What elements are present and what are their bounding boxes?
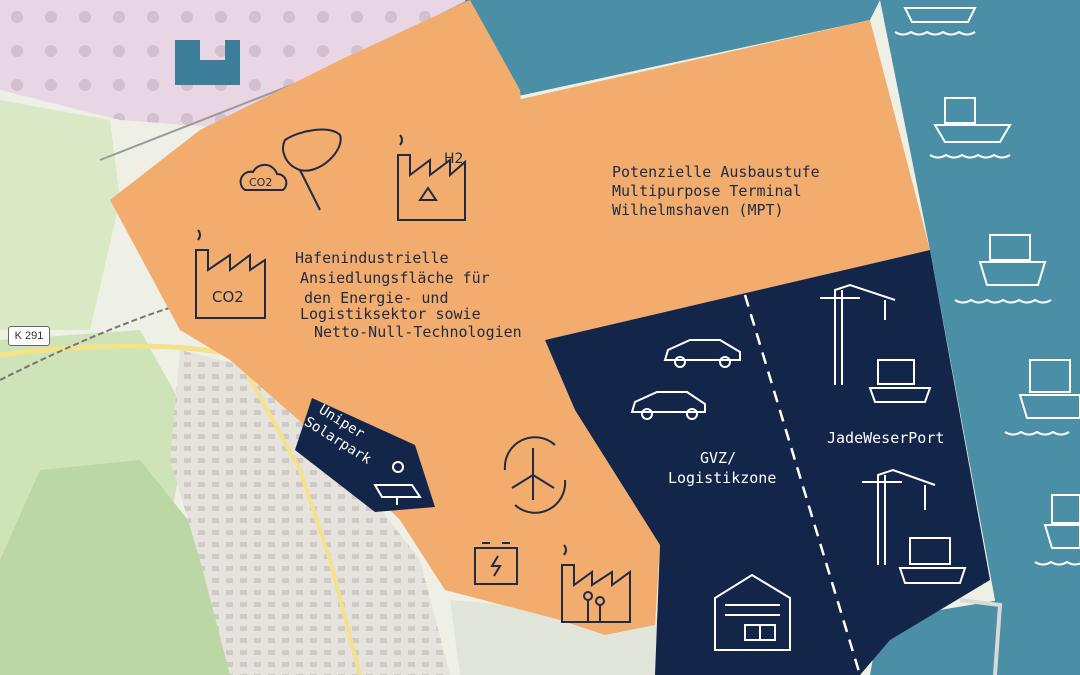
car-icon	[630, 391, 706, 420]
industrial-label-3: den Energie- und	[304, 289, 449, 307]
port-logistics-zone	[545, 250, 990, 675]
gvz-label-2: Logistikzone	[668, 469, 777, 487]
solar-zone	[295, 398, 435, 512]
svg-text:CO2: CO2	[212, 288, 244, 306]
mpt-label-3: Wilhelmshaven (MPT)	[612, 201, 784, 219]
container-ship-icon	[1034, 494, 1080, 566]
road-south	[238, 359, 362, 675]
green-area-south	[0, 460, 240, 675]
green-area-north	[0, 100, 120, 330]
crane-ship-icon	[862, 468, 967, 584]
mpt-zone	[495, 20, 930, 340]
svg-text:CO2: CO2	[249, 176, 272, 189]
container-ship-icon	[929, 97, 1012, 159]
solar-panel-icon	[373, 461, 422, 505]
co2-factory-icon: CO2	[195, 229, 266, 319]
basin	[175, 40, 240, 85]
industrial-label-5: Netto-Null-Technologien	[314, 323, 522, 341]
green-factory-icon	[561, 544, 631, 623]
net-capture-icon	[282, 128, 342, 211]
gvz-label-1: GVZ/	[700, 449, 737, 467]
railway	[0, 289, 241, 381]
sea	[465, 0, 1080, 675]
industrial-label-4: Logistiksektor sowie	[300, 305, 481, 323]
mpt-label-2: Multipurpose Terminal	[612, 182, 802, 200]
container-ship-icon	[954, 234, 1052, 304]
crane-ship-icon	[820, 283, 932, 403]
residential-area	[170, 350, 450, 675]
mpt-label-1: Potenzielle Ausbaustufe	[612, 163, 820, 181]
industrial-label-1: Hafenindustrielle	[295, 249, 449, 267]
jadeweserport-label: JadeWeserPort	[827, 429, 945, 447]
pier	[959, 598, 1003, 675]
h2-factory-icon: H2	[397, 134, 466, 221]
battery-icon	[474, 542, 518, 585]
sea-upper	[465, 0, 880, 100]
svg-text:H2: H2	[444, 151, 463, 167]
car-icon	[663, 339, 741, 368]
industrial-label-2: Ansiedlungsfläche für	[300, 269, 490, 287]
co2-cloud-icon: CO2	[239, 163, 288, 191]
wind-turbine-icon	[503, 436, 567, 514]
container-ship-icon	[894, 7, 977, 36]
container-ship-icon	[1004, 359, 1080, 436]
warehouse-icon	[714, 573, 791, 651]
zone-divider	[743, 294, 862, 675]
road-label-k291: K 291	[8, 326, 50, 346]
